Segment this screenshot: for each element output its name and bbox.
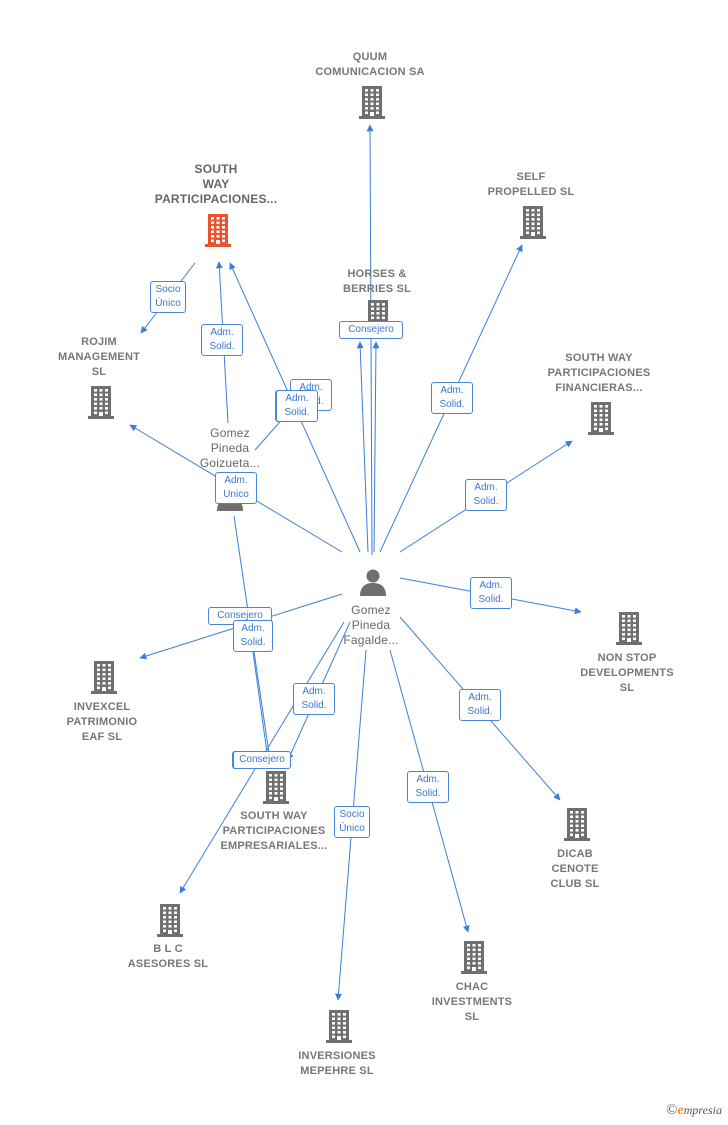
building-icon xyxy=(520,206,546,239)
node-rojim-icon-wrap[interactable] xyxy=(88,385,114,424)
node-label: Gomez Pineda Goizueta... xyxy=(199,426,261,470)
brand-watermark: ©empresia xyxy=(666,1102,722,1119)
node-blc-icon-wrap[interactable] xyxy=(157,903,183,942)
edge-gomez_fag-to-quum xyxy=(366,124,374,556)
node-label: B L C ASESORES SL xyxy=(127,943,209,970)
person-icon xyxy=(360,569,386,596)
relation-label[interactable]: Adm. Solid. xyxy=(233,620,273,652)
building-icon xyxy=(359,86,385,119)
relation-label[interactable]: Adm. Solid. xyxy=(465,479,507,511)
relation-label[interactable]: Adm. Solid. xyxy=(293,683,335,715)
node-label: CHAC INVESTMENTS SL xyxy=(431,981,513,1023)
building-icon xyxy=(205,214,231,247)
node-self[interactable]: SELF PROPELLED SL xyxy=(461,170,601,200)
node-southway_part-icon-wrap[interactable] xyxy=(205,213,231,252)
node-label: Gomez Pineda Fagalde... xyxy=(343,603,399,647)
relation-label[interactable]: Consejero xyxy=(233,751,291,769)
node-nonstop[interactable]: NON STOP DEVELOPMENTS SL xyxy=(557,651,697,696)
node-quum-icon-wrap[interactable] xyxy=(359,85,385,124)
node-southway_fin[interactable]: SOUTH WAY PARTICIPACIONES FINANCIERAS... xyxy=(529,351,669,396)
relation-label[interactable]: Adm. Solid. xyxy=(431,382,473,414)
relation-label[interactable]: Consejero xyxy=(339,321,403,339)
edge-gomez_fag-to-horses xyxy=(356,341,369,553)
building-icon xyxy=(616,612,642,645)
building-icon xyxy=(88,386,114,419)
building-icon xyxy=(263,771,289,804)
node-southway_fin-icon-wrap[interactable] xyxy=(588,401,614,440)
copyright-symbol: © xyxy=(666,1102,678,1118)
node-southway_emp-icon-wrap[interactable] xyxy=(263,770,289,809)
node-mepehre-icon-wrap[interactable] xyxy=(326,1009,352,1048)
node-label: SELF PROPELLED SL xyxy=(487,171,575,198)
node-horses[interactable]: HORSES & BERRIES SL xyxy=(307,267,447,297)
building-icon xyxy=(588,402,614,435)
node-label: HORSES & BERRIES SL xyxy=(342,268,411,295)
relation-label[interactable]: Adm. Solid. xyxy=(470,577,512,609)
node-label: ROJIM MANAGEMENT SL xyxy=(57,336,141,378)
node-rojim[interactable]: ROJIM MANAGEMENT SL xyxy=(29,335,169,380)
node-self-icon-wrap[interactable] xyxy=(520,205,546,244)
building-icon xyxy=(461,941,487,974)
node-mepehre[interactable]: INVERSIONES MEPEHRE SL xyxy=(267,1049,407,1079)
node-southway_part[interactable]: SOUTH WAY PARTICIPACIONES... xyxy=(146,162,286,207)
node-nonstop-icon-wrap[interactable] xyxy=(616,611,642,650)
node-label: SOUTH WAY PARTICIPACIONES FINANCIERAS... xyxy=(547,352,651,394)
node-blc[interactable]: B L C ASESORES SL xyxy=(98,942,238,972)
edge-gomez_fag-to-horses xyxy=(372,341,380,553)
brand-name: mpresia xyxy=(683,1103,722,1117)
node-label: INVEXCEL PATRIMONIO EAF SL xyxy=(66,701,138,743)
brand-initial: e xyxy=(677,1103,684,1118)
node-label: NON STOP DEVELOPMENTS SL xyxy=(580,652,674,694)
node-gomez_fag-icon-wrap[interactable] xyxy=(358,567,388,602)
node-label: DICAB CENOTE CLUB SL xyxy=(550,848,600,890)
node-gomez_goiz[interactable]: Gomez Pineda Goizueta... xyxy=(160,426,300,471)
building-icon xyxy=(326,1010,352,1043)
node-dicab-icon-wrap[interactable] xyxy=(564,807,590,846)
node-label: SOUTH WAY PARTICIPACIONES EMPRESARIALES.… xyxy=(220,810,328,852)
relation-label[interactable]: Socio Único xyxy=(150,281,186,313)
node-label: INVERSIONES MEPEHRE SL xyxy=(298,1050,376,1077)
relation-label[interactable]: Adm. Solid. xyxy=(276,390,318,422)
relation-label[interactable]: Adm. Solid. xyxy=(459,689,501,721)
node-label: QUUM COMUNICACION SA xyxy=(315,51,425,78)
node-dicab[interactable]: DICAB CENOTE CLUB SL xyxy=(505,847,645,892)
node-chac-icon-wrap[interactable] xyxy=(461,940,487,979)
building-icon xyxy=(157,904,183,937)
node-southway_emp[interactable]: SOUTH WAY PARTICIPACIONES EMPRESARIALES.… xyxy=(204,809,344,854)
relation-label[interactable]: Socio Único xyxy=(334,806,370,838)
node-invexcel[interactable]: INVEXCEL PATRIMONIO EAF SL xyxy=(32,700,172,745)
relation-label[interactable]: Adm. Unico xyxy=(215,472,257,504)
node-quum[interactable]: QUUM COMUNICACION SA xyxy=(300,50,440,80)
node-invexcel-icon-wrap[interactable] xyxy=(91,660,117,699)
node-chac[interactable]: CHAC INVESTMENTS SL xyxy=(402,980,542,1025)
relation-label[interactable]: Adm. Solid. xyxy=(201,324,243,356)
node-label: SOUTH WAY PARTICIPACIONES... xyxy=(154,162,278,206)
building-icon xyxy=(564,808,590,841)
building-icon xyxy=(91,661,117,694)
relation-label[interactable]: Adm. Solid. xyxy=(407,771,449,803)
node-gomez_fag[interactable]: Gomez Pineda Fagalde... xyxy=(301,603,441,648)
